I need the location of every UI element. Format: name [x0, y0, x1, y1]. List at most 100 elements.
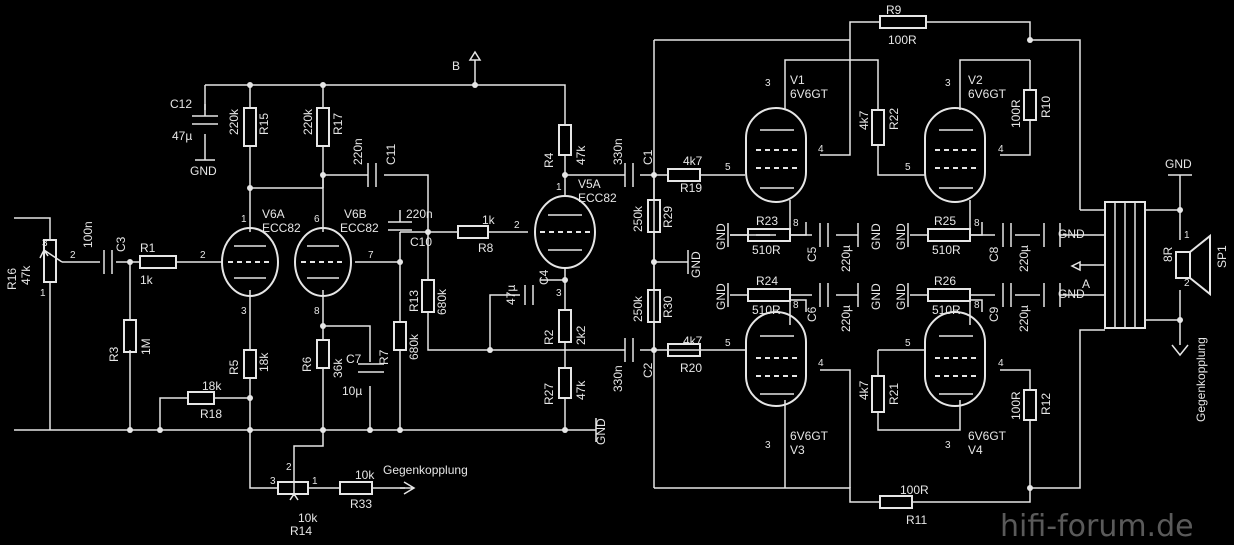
parts-r9-1: 100R: [888, 33, 917, 47]
tubes-v6a-0: V6A: [262, 207, 285, 221]
parts-r25-0: R25: [934, 214, 956, 228]
parts-r15-1: 220k: [227, 108, 241, 135]
gnd-label: GND: [190, 164, 217, 178]
tubes-v3-1: 6V6GT: [790, 429, 829, 443]
parts-r5-0: R5: [227, 359, 241, 375]
gnd-label: GND: [1058, 227, 1085, 241]
parts-r17-0: R17: [331, 113, 345, 135]
parts-r14-1: 10k: [298, 511, 318, 525]
gnd-label: GND: [869, 223, 883, 250]
net-label-a: A: [1082, 277, 1090, 291]
parts-r14-0: R14: [290, 524, 312, 538]
gnd-label: GND: [594, 418, 608, 445]
parts-c7-1: 10µ: [342, 384, 362, 398]
gnd-label: GND: [689, 251, 703, 278]
parts-sp1-0: SP1: [1215, 245, 1229, 268]
tubes-v5a-0: V5A: [578, 177, 601, 191]
parts-c11-0: C11: [384, 144, 398, 165]
pins-p8: 8: [793, 300, 799, 311]
parts-r20-0: R20: [680, 361, 702, 375]
parts-r9-0: R9: [886, 3, 902, 17]
output-transformer: [1104, 201, 1146, 329]
parts-r8-1: 1k: [482, 213, 496, 227]
parts-c9-1: 220µ: [1017, 305, 1031, 332]
parts-r6-1: 36k: [331, 358, 345, 378]
parts-r26-1: 510R: [932, 303, 961, 317]
tubes-v1-1: 6V6GT: [790, 87, 829, 101]
parts-c5-1: 220µ: [839, 245, 853, 272]
gnd-label: GND: [714, 223, 728, 250]
tubes-v1-0: V1: [790, 73, 805, 87]
parts-c6-0: C6: [805, 306, 819, 322]
pins-p1: 1: [556, 182, 562, 193]
tubes-v2-1: 6V6GT: [968, 87, 1007, 101]
tubes-v5a-1: ECC82: [578, 191, 617, 205]
pins-p5: 5: [725, 162, 731, 173]
pins-p1: 1: [1184, 230, 1190, 241]
feedback-label: Gegenkopplung: [383, 463, 468, 477]
pins-p3: 3: [241, 306, 247, 317]
pins-p8: 8: [314, 306, 320, 317]
parts-r30-1: 250k: [631, 295, 645, 322]
pins-p8: 8: [974, 218, 980, 229]
parts-r11-0: R11: [906, 513, 927, 527]
watermark: hifi-forum.de: [1000, 509, 1194, 544]
pins-p3: 3: [42, 238, 48, 249]
pins-p4: 4: [818, 358, 824, 369]
pins-p2: 2: [200, 250, 206, 261]
parts-r4-0: R4: [542, 152, 556, 168]
pins-p1: 1: [40, 288, 46, 299]
parts-c6-1: 220µ: [839, 305, 853, 332]
pins-p4: 4: [998, 358, 1004, 369]
pins-p2: 2: [70, 250, 76, 261]
parts-c4-1: 47µ: [504, 285, 518, 305]
pins-p3: 3: [765, 440, 771, 451]
parts-c11-1: 220n: [351, 138, 365, 165]
gnd-label: GND: [714, 283, 728, 310]
parts-sp1-1: 8R: [1161, 246, 1175, 262]
pins-p3: 3: [945, 440, 951, 451]
junctions: [127, 37, 1183, 491]
parts-r25-1: 510R: [932, 243, 961, 257]
pins-p1: 1: [312, 476, 318, 487]
parts-r11-1: 100R: [900, 483, 929, 497]
parts-r1-0: R1: [140, 241, 156, 255]
parts-r24-1: 510R: [752, 303, 781, 317]
pins-p4: 4: [818, 144, 824, 155]
parts-r21-1: 4k7: [857, 380, 871, 400]
parts-c8-0: C8: [987, 246, 1001, 262]
parts-c10-1: 220n: [406, 207, 433, 221]
parts-r15-0: R15: [257, 113, 271, 135]
parts-c1-0: C1: [641, 149, 655, 165]
pins-p2: 2: [1184, 278, 1190, 289]
pins-p1: 1: [241, 214, 247, 225]
pins-p5: 5: [725, 338, 731, 349]
parts-r6-0: R6: [300, 356, 314, 372]
parts-c3-1: 100n: [81, 221, 95, 248]
parts-c7-0: C7: [346, 352, 362, 366]
resistors: [39, 15, 1037, 509]
parts-r3-1: 1M: [139, 338, 153, 355]
labels: B A GND GND GND GND GND GND GND GND GND …: [5, 3, 1229, 538]
parts-r10-0: R10: [1039, 96, 1053, 118]
parts-r12-0: R12: [1039, 393, 1053, 415]
parts-r29-0: R29: [661, 206, 675, 228]
pins-p2: 2: [286, 462, 292, 473]
parts-r16-0: R16: [5, 268, 19, 290]
tubes-v6a-1: ECC82: [262, 221, 301, 235]
parts-r27-1: 47k: [574, 380, 588, 400]
parts-c3-0: C3: [114, 236, 128, 252]
tubes-v6b-1: ECC82: [340, 221, 379, 235]
pins-p5: 5: [905, 162, 911, 173]
parts-r16-1: 47k: [19, 265, 33, 285]
parts-r21-0: R21: [887, 383, 901, 405]
pins-p3: 3: [556, 288, 562, 299]
parts-c12-1: 47µ: [172, 129, 192, 143]
parts-r18-0: R18: [200, 407, 222, 421]
parts-r2-1: 2k2: [574, 325, 588, 345]
parts-r7-1: 680k: [407, 333, 421, 360]
gnd-label: GND: [869, 283, 883, 310]
tubes-v4-0: V4: [968, 443, 983, 457]
parts-r1-1: 1k: [140, 273, 154, 287]
